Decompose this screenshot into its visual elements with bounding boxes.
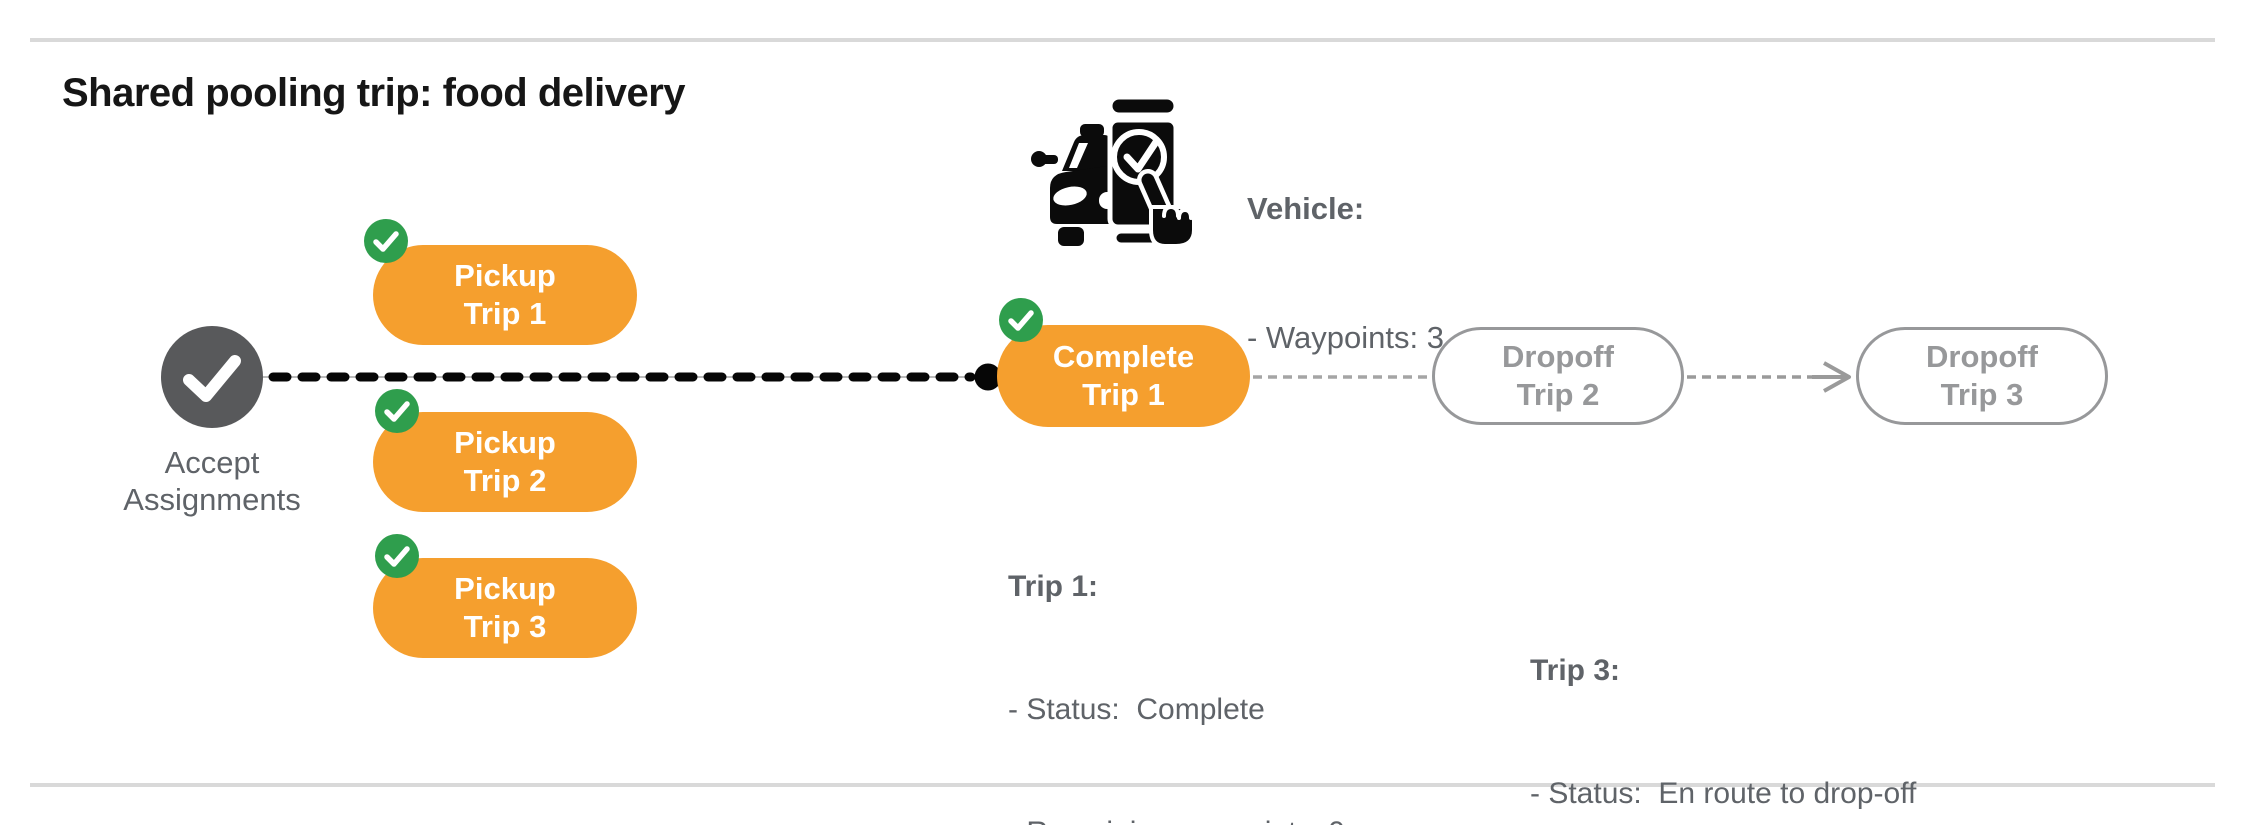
trip-status-block-right: Trip 3: - Status: En route to drop-off -… <box>1530 568 1916 825</box>
vehicle-waypoints: - Waypoints: 3 <box>1247 320 1444 355</box>
complete-line1: Complete <box>1052 339 1195 374</box>
pickup1-line1: Pickup <box>454 258 556 293</box>
pickup2-check-badge <box>375 389 419 433</box>
trip1-status-line: - Status: Complete <box>1008 693 1265 726</box>
node-pickup-trip-2: Pickup Trip 2 <box>373 412 637 512</box>
dropoff2-line2: Trip 2 <box>1516 377 1600 412</box>
node-complete-trip-1: Complete Trip 1 <box>997 325 1250 427</box>
trip1-status-heading: Trip 1: <box>1008 570 1099 603</box>
node-pickup-trip-1: Pickup Trip 1 <box>373 245 637 345</box>
node-pickup-trip-3: Pickup Trip 3 <box>373 558 637 658</box>
pickup3-line2: Trip 3 <box>463 609 547 644</box>
bottom-divider <box>30 783 2215 787</box>
dropoff2-line1: Dropoff <box>1502 339 1614 374</box>
node-dropoff-trip-3: Dropoff Trip 3 <box>1856 327 2108 425</box>
dropoff3-line2: Trip 3 <box>1940 377 2024 412</box>
accept-label-line2: Assignments <box>123 482 301 517</box>
arrowhead-icon <box>1823 361 1851 393</box>
check-icon <box>384 401 410 422</box>
page-title: Shared pooling trip: food delivery <box>62 71 686 115</box>
trip1-waypoints-line: - Remaining waypoints: 0 <box>1008 812 1394 825</box>
pickup1-check-badge <box>364 219 408 263</box>
check-icon <box>373 231 399 252</box>
car-phone-check-icon <box>1031 95 1193 247</box>
accept-assignments-label: Accept Assignments <box>62 444 362 518</box>
vehicle-heading: Vehicle: <box>1247 191 1365 226</box>
pickup2-line1: Pickup <box>454 425 556 460</box>
pickup1-line2: Trip 1 <box>463 296 547 331</box>
trip3-status-heading: Trip 3: <box>1530 654 1621 687</box>
accept-assignments-node <box>161 326 263 428</box>
pickup2-line2: Trip 2 <box>463 463 547 498</box>
accept-label-line1: Accept <box>164 445 260 480</box>
trip3-status-line: - Status: En route to drop-off <box>1530 777 1917 810</box>
node-dropoff-trip-2: Dropoff Trip 2 <box>1432 327 1684 425</box>
vehicle-info: Vehicle: - Waypoints: 3 <box>1247 101 1444 445</box>
check-icon <box>183 355 241 402</box>
check-icon <box>1008 310 1034 331</box>
check-icon <box>384 546 410 567</box>
trip-status-block-left: Trip 1: - Status: Complete - Remaining w… <box>1008 484 1394 825</box>
pickup3-check-badge <box>375 534 419 578</box>
top-divider <box>30 38 2215 42</box>
dropoff3-line1: Dropoff <box>1926 339 2038 374</box>
pickup3-line1: Pickup <box>454 571 556 606</box>
complete-line2: Trip 1 <box>1082 377 1165 412</box>
complete-check-badge <box>999 298 1043 342</box>
